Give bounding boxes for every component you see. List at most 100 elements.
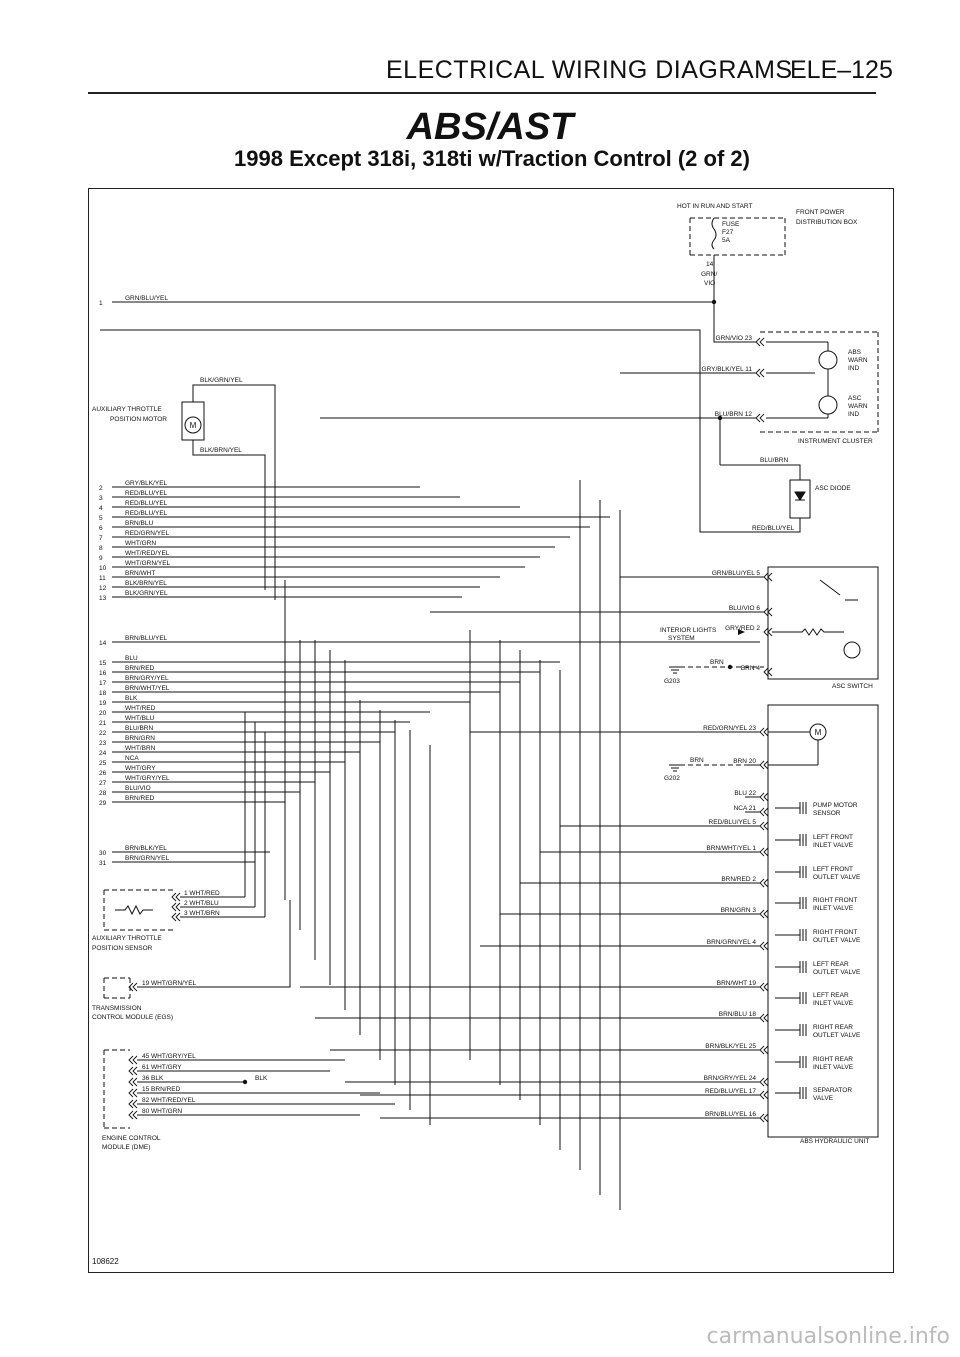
hydraulic-connector: [759, 760, 769, 770]
motor-wire-color: BLK/GRN/YEL: [200, 377, 243, 384]
valve-label: OUTLET VALVE: [813, 874, 861, 881]
wire-color-label: WHT/RED: [125, 705, 156, 712]
hydraulic-pin-label: BRN/GRN/YEL 4: [707, 939, 757, 946]
wire-color-label: BRN/BLK/YEL: [125, 845, 167, 852]
dme-pin-label: 61 WHT/GRY: [142, 1064, 182, 1071]
fuse-label: 5A: [722, 237, 731, 244]
hydraulic-connector: [759, 847, 769, 857]
cluster-feed: [713, 302, 756, 343]
g202-ground: [669, 764, 681, 772]
valve-label: LEFT FRONT: [813, 866, 853, 873]
valve-coil: [799, 897, 807, 909]
wire-color-label: WHT/BRN: [125, 745, 156, 752]
wire-color-label: BRN/WHT: [125, 570, 155, 577]
wire-number: 16: [99, 670, 107, 677]
valve-label: SENSOR: [813, 810, 841, 817]
diode-wire-color: RED/BLU/YEL: [752, 525, 795, 532]
dme-pin-label: 15 BRN/RED: [142, 1086, 181, 1093]
fuse-label: F27: [722, 229, 734, 236]
valve-label: INLET VALVE: [813, 1000, 854, 1007]
hydraulic-pin-label: RED/BLU/YEL 17: [705, 1088, 756, 1095]
hydraulic-pin-label: NCA 21: [734, 805, 757, 812]
throttle-motor-label: POSITION MOTOR: [110, 416, 167, 423]
wire-number: 21: [99, 720, 107, 727]
wire-color-label: GRY/BLK/YEL: [125, 480, 168, 487]
hydraulic-connector: [759, 982, 769, 992]
asc-diode-label: ASC DIODE: [815, 485, 851, 492]
wire-color-label: BRN/RED: [125, 665, 155, 672]
hot-in-run-label: HOT IN RUN AND START: [677, 203, 753, 210]
hydraulic-pin-label: BRN/BLU/YEL 16: [705, 1111, 756, 1118]
dme-ground-splice: [242, 1079, 248, 1085]
wire-number: 15: [99, 660, 107, 667]
sensor-pin-label: 3 WHT/BRN: [184, 910, 220, 917]
throttle-motor-letter: M: [190, 421, 197, 430]
valve-label: OUTLET VALVE: [813, 969, 861, 976]
wire-number: 17: [99, 680, 107, 687]
hydraulic-unit-box: [767, 704, 879, 1138]
wire-number: 9: [99, 555, 103, 562]
valve-label: RIGHT REAR: [813, 1056, 853, 1063]
valve-label: RIGHT FRONT: [813, 897, 857, 904]
section-title: ELECTRICAL WIRING DIAGRAMS: [386, 56, 793, 84]
hydraulic-pin-label: BRN/GRY/YEL 24: [704, 1075, 757, 1082]
wire-number: 28: [99, 790, 107, 797]
sensor-connector: [171, 902, 181, 912]
dme-label: ENGINE CONTROL: [102, 1135, 161, 1142]
dme-ground-label: BLK: [255, 1075, 268, 1082]
asc-switch-pin-label: GRN/BLU/YEL 5: [712, 570, 761, 577]
power-box-label: FRONT POWER: [796, 209, 845, 216]
dme-connector: [128, 1077, 138, 1087]
wire-number: 8: [99, 545, 103, 552]
valve-coil: [799, 1024, 807, 1036]
hydraulic-connector: [759, 792, 769, 802]
valve-coil: [799, 929, 807, 941]
wire-number: 3: [99, 495, 103, 502]
hydraulic-connector: [759, 1045, 769, 1055]
sensor-connector: [171, 912, 181, 922]
hydraulic-connector: [759, 821, 769, 831]
valve-label: VALVE: [813, 1095, 834, 1102]
power-pin: 14: [706, 261, 714, 268]
valve-label: RIGHT FRONT: [813, 929, 857, 936]
egs-label: CONTROL MODULE (EGS): [92, 1014, 173, 1021]
page-header: ELECTRICAL WIRING DIAGRAMS ELE–125 ABS/A…: [0, 0, 960, 190]
header-rule: [88, 92, 876, 94]
page-number: ELE–125: [790, 56, 893, 84]
wire-number: 23: [99, 740, 107, 747]
valve-coil: [799, 992, 807, 1004]
valve-coil: [799, 961, 807, 973]
valve-label: INLET VALVE: [813, 905, 854, 912]
g203-label: G203: [664, 678, 680, 685]
dme-connector: [128, 1110, 138, 1120]
hydraulic-pin-label: RED/BLU/YEL 5: [709, 819, 757, 826]
wire-number: 24: [99, 750, 107, 757]
asc-lamp-label: IND: [848, 411, 860, 418]
abs-lamp-label: ABS: [848, 349, 862, 356]
hydraulic-pin-label: BRN/GRN 3: [721, 907, 757, 914]
cluster-connector: [755, 413, 765, 423]
system-title: ABS/AST: [406, 106, 574, 148]
abs-lamp-symbol: [818, 350, 838, 370]
sensor-pin-label: 1 WHT/RED: [184, 890, 220, 897]
hydraulic-connector: [759, 878, 769, 888]
power-wire-color: VIO: [704, 280, 715, 287]
valve-coil: [799, 802, 807, 814]
wire-color-label: GRN/BLU/YEL: [125, 295, 168, 302]
wire-color-label: BLK/BRN/YEL: [125, 580, 167, 587]
egs-label: TRANSMISSION: [92, 1005, 142, 1012]
wire-color-label: BLU: [125, 655, 138, 662]
hydraulic-connector: [759, 909, 769, 919]
hydraulic-connector: [759, 1113, 769, 1123]
wire-number: 12: [99, 585, 107, 592]
dme-pin-label: 82 WHT/RED/YEL: [142, 1097, 196, 1104]
cluster-pin-label: BLU/BRN 12: [715, 411, 753, 418]
sensor-resistor: [115, 904, 153, 916]
dme-connector: [128, 1088, 138, 1098]
wire-color-label: WHT/GRY: [125, 765, 156, 772]
throttle-sensor-label: POSITION SENSOR: [92, 945, 153, 952]
asc-diode-symbol: [794, 491, 806, 501]
hydraulic-pin-label: BRN/WHT 19: [717, 980, 757, 987]
wire-number: 29: [99, 800, 107, 807]
throttle-sensor-label: AUXILIARY THROTTLE: [92, 935, 162, 942]
